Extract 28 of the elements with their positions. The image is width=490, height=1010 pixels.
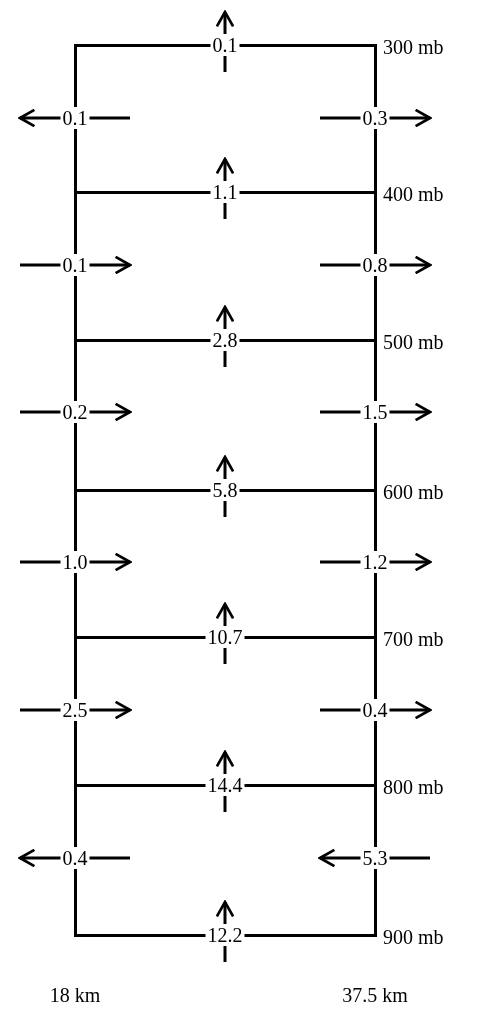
flux-value: 10.7 — [205, 626, 245, 648]
flux-value: 0.4 — [60, 847, 90, 869]
width-label: 37.5 km — [342, 984, 408, 1006]
pressure-level-label: 400 mb — [383, 183, 444, 205]
flux-value: 1.1 — [210, 181, 240, 203]
pressure-level-label: 700 mb — [383, 628, 444, 650]
flux-value: 5.3 — [360, 847, 390, 869]
flux-value: 0.1 — [60, 107, 90, 129]
flux-value: 0.3 — [360, 107, 390, 129]
width-label: 18 km — [49, 984, 101, 1006]
pressure-level-label: 300 mb — [383, 36, 444, 58]
flux-value: 0.8 — [360, 254, 390, 276]
flux-value: 1.0 — [60, 551, 90, 573]
flux-value: 0.2 — [60, 401, 90, 423]
pressure-level-label: 600 mb — [383, 481, 444, 503]
pressure-level-label: 900 mb — [383, 926, 444, 948]
pressure-level-label: 500 mb — [383, 331, 444, 353]
flux-value: 0.1 — [210, 34, 240, 56]
flux-value: 2.8 — [210, 329, 240, 351]
pressure-level-label: 800 mb — [383, 776, 444, 798]
flux-value: 0.1 — [60, 254, 90, 276]
flux-value: 14.4 — [205, 774, 245, 796]
flux-value: 12.2 — [205, 924, 245, 946]
flux-value: 2.5 — [60, 699, 90, 721]
flux-value: 0.4 — [360, 699, 390, 721]
flux-value: 5.8 — [210, 479, 240, 501]
flux-value: 1.5 — [360, 401, 390, 423]
flux-value: 1.2 — [360, 551, 390, 573]
